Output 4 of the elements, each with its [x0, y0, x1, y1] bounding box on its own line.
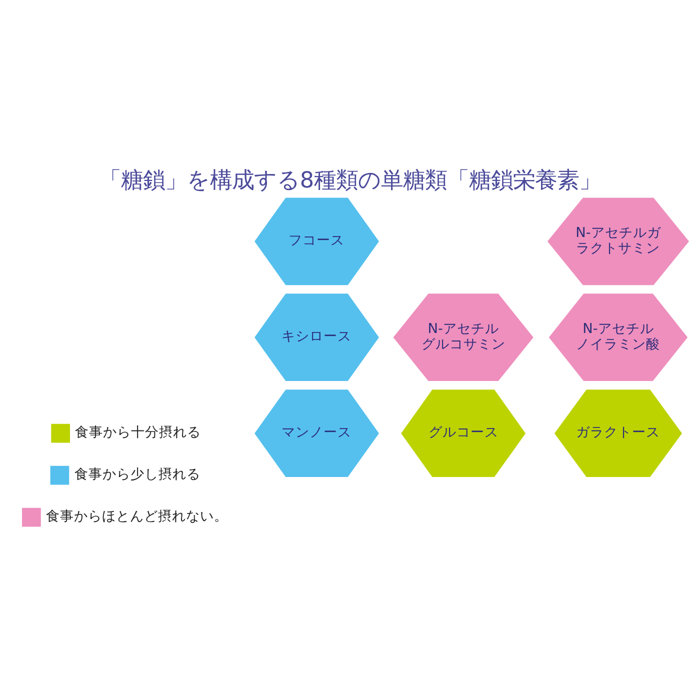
diagram-title: 「糖鎖」を構成する8種類の単糖類「糖鎖栄養素」 [98, 168, 602, 194]
legend-label: 食事から十分摂れる [75, 424, 202, 441]
legend-label: 食事から少し摂れる [74, 466, 200, 483]
legend-label: 食事からほとんど摂れない。 [46, 508, 228, 525]
